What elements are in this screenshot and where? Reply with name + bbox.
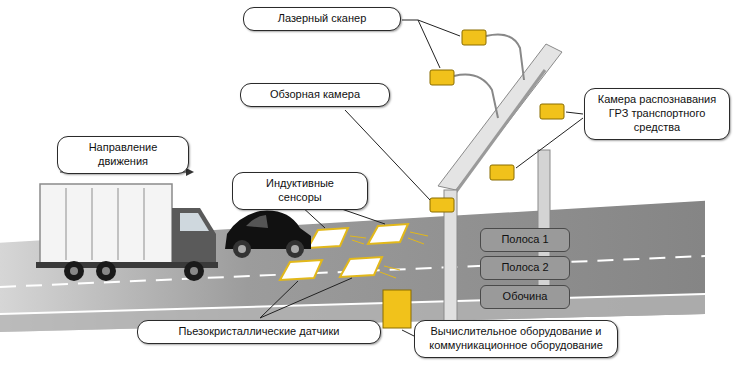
label-text: Обзорная камера [251, 88, 379, 102]
lane-label: Обочина [480, 285, 570, 309]
callout-box: Пьезокристаллические датчики [137, 320, 381, 344]
label-text: Обочина [491, 290, 559, 304]
car [225, 211, 311, 258]
sensor-wires [350, 232, 428, 278]
callout-box: Камера распознавания ГРЗ транспортного с… [584, 88, 730, 139]
label-text: Полоса 2 [491, 261, 559, 275]
label-text: Вычислительное оборудование и коммуникац… [425, 325, 607, 353]
label-text: Камера распознавания ГРЗ транспортного с… [595, 93, 719, 134]
callout-box: Вычислительное оборудование и коммуникац… [414, 320, 618, 358]
label-text: Пьезокристаллические датчики [148, 325, 370, 339]
truck [36, 184, 218, 281]
label-text: Направление движения [68, 141, 178, 169]
equipment-cabinet [383, 290, 411, 328]
label-text: Лазерный сканер [254, 12, 390, 26]
callout-box: Направление движения [57, 136, 189, 174]
callout-box: Индуктивные сенсоры [232, 172, 368, 210]
label-text: Полоса 1 [491, 233, 559, 247]
label-text: Индуктивные сенсоры [243, 177, 357, 205]
lane-label: Полоса 1 [480, 228, 570, 252]
callout-box: Обзорная камера [240, 83, 390, 107]
gantry-equipment [430, 30, 564, 212]
lane-label: Полоса 2 [480, 256, 570, 280]
callout-box: Лазерный сканер [243, 7, 401, 31]
road-edge [0, 294, 705, 314]
